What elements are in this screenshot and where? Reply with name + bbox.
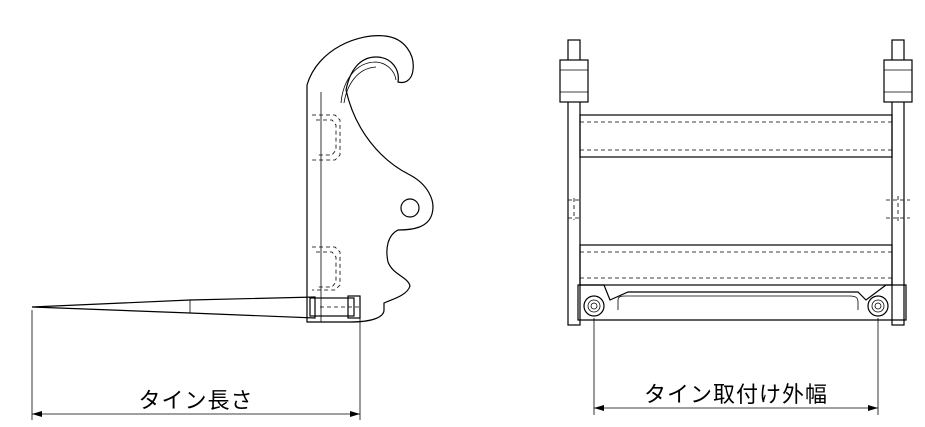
left-tine-mount xyxy=(583,295,605,317)
tine-length-label: タイン長さ xyxy=(138,389,253,414)
upper-crossbar xyxy=(579,114,893,158)
tine-length-dimension: タイン長さ xyxy=(31,310,361,420)
lower-hidden-block-inner xyxy=(316,251,337,288)
tine-mount-block xyxy=(309,297,355,317)
right-upright xyxy=(891,39,905,326)
right-pin-hidden xyxy=(886,196,910,222)
tine xyxy=(31,296,316,319)
left-hook-housing xyxy=(559,59,589,103)
right-tine-mount xyxy=(867,295,889,317)
hook-inner-curve-2 xyxy=(343,66,377,104)
right-hook-housing xyxy=(883,59,913,103)
hook-inner-curve xyxy=(340,61,397,104)
left-pin-hidden xyxy=(568,198,580,220)
bottom-mount-bar xyxy=(577,284,907,321)
side-bracket-outline xyxy=(306,35,434,323)
left-upright xyxy=(567,39,581,326)
lower-crossbar xyxy=(579,244,893,286)
upper-hidden-block xyxy=(312,114,341,161)
pin-hole xyxy=(400,198,420,218)
tine-mount-width-dimension: タイン取付け外幅 xyxy=(593,318,879,415)
tine-mount-width-label: タイン取付け外幅 xyxy=(644,383,828,408)
front-view xyxy=(559,39,913,326)
lower-hidden-block xyxy=(312,246,341,291)
upper-hidden-block-inner xyxy=(316,119,337,156)
side-view xyxy=(31,35,434,323)
bottom-mount-inner xyxy=(617,295,859,310)
